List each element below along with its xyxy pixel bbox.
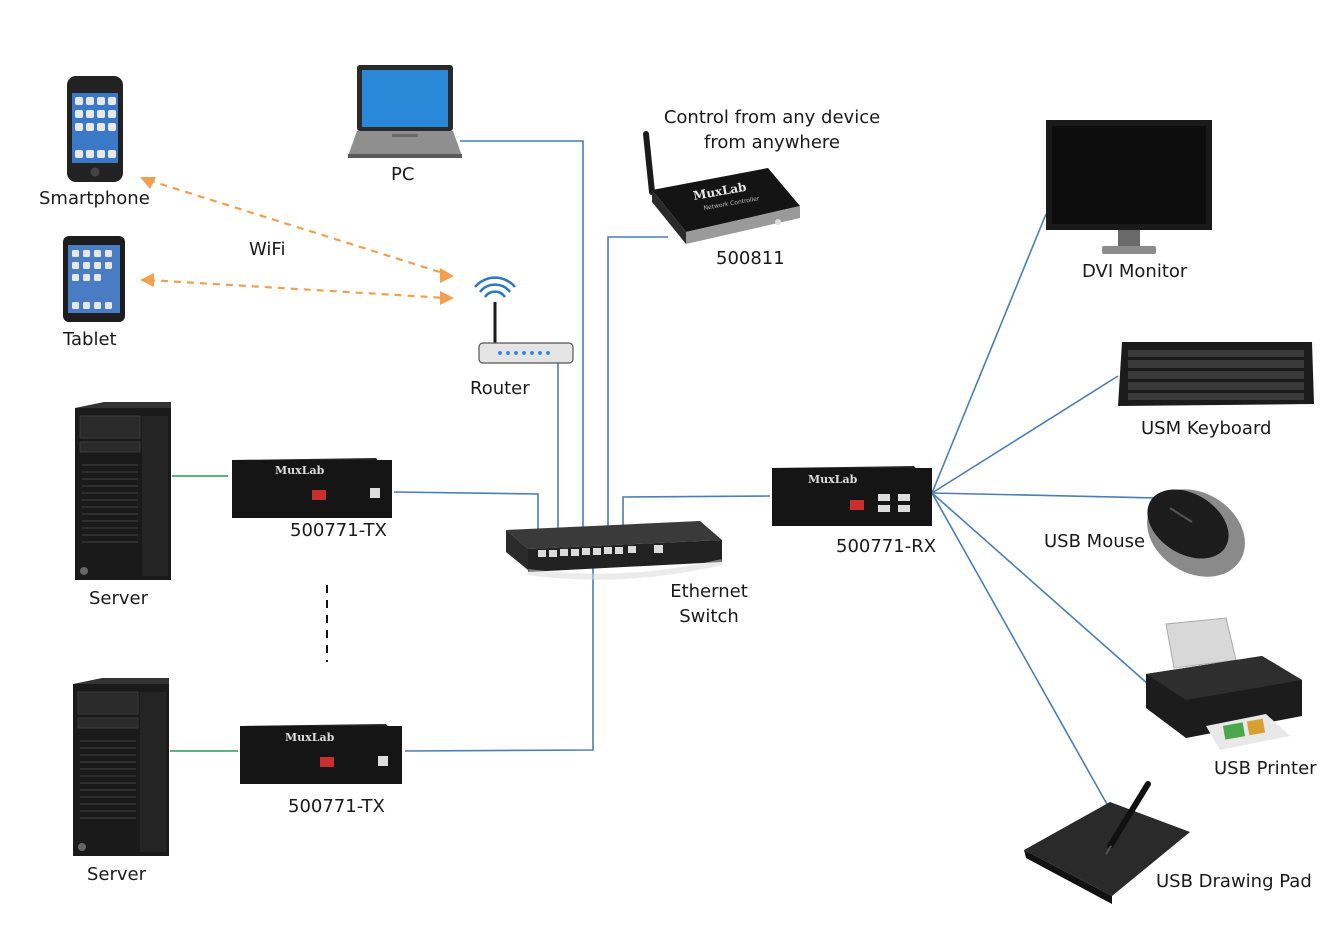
controller-caption-line-1: Control from any device: [663, 107, 881, 128]
arrow-head-icon: [440, 268, 454, 283]
smartphone-device: [67, 76, 123, 182]
tx-top-to-switch-line: [393, 491, 539, 530]
printer-label: USB Printer: [1214, 758, 1317, 779]
server-top-label: Server: [89, 588, 149, 609]
rx-brand-text: MuxLab: [808, 473, 858, 486]
dvi-monitor-device: [1046, 120, 1212, 254]
arrow-head-icon: [440, 291, 454, 305]
rx-to-monitor-line: [931, 213, 1047, 494]
pc-label: PC: [391, 164, 415, 185]
rx-to-switch-line: [622, 495, 771, 530]
tx-bottom-label: 500771-TX: [288, 796, 385, 817]
rx-device: MuxLab: [772, 466, 932, 526]
tx-top-brand-text: MuxLab: [275, 464, 325, 477]
server-bottom-device: [73, 678, 169, 856]
usb-mouse-device: [1147, 489, 1245, 577]
router-label: Router: [470, 378, 530, 399]
usb-drawing-pad-device: [1024, 781, 1190, 904]
tablet-device: [63, 236, 125, 322]
switch-label-line-1: Ethernet: [670, 581, 748, 602]
tx-top-label: 500771-TX: [290, 520, 387, 541]
tx-bottom-to-switch-line: [404, 560, 594, 752]
rx-to-drawing-pad-line: [931, 492, 1109, 807]
rx-label: 500771-RX: [836, 536, 937, 557]
pc-to-switch-line: [460, 140, 584, 530]
controller-to-switch-line: [607, 236, 668, 530]
server-bottom-label: Server: [87, 864, 147, 885]
router-device: [474, 276, 574, 364]
usb-printer-device: [1146, 617, 1302, 750]
controller-model-label: 500811: [716, 248, 785, 269]
arrow-head-icon: [140, 177, 156, 189]
ethernet-switch-device: [506, 521, 723, 580]
rx-to-mouse-line: [931, 492, 1159, 499]
usb-connections: [170, 475, 238, 752]
controller-caption-line-2: from anywhere: [704, 132, 840, 153]
tx-bottom-brand-text: MuxLab: [285, 731, 335, 744]
tx-bottom-device: MuxLab: [240, 724, 402, 784]
wifi-tablet-line: [147, 278, 447, 300]
switch-label-line-2: Switch: [679, 606, 739, 627]
arrow-head-icon: [140, 273, 154, 287]
tablet-label: Tablet: [63, 329, 117, 350]
controller-500811-device: MuxLab Network Controller: [643, 131, 800, 244]
pc-laptop-device: [348, 65, 462, 158]
keyboard-label: USM Keyboard: [1141, 418, 1272, 439]
server-top-device: [75, 402, 171, 580]
wifi-label: WiFi: [249, 239, 286, 260]
wifi-connections: [140, 177, 454, 305]
drawing-pad-label: USB Drawing Pad: [1156, 871, 1312, 892]
usb-keyboard-device: [1118, 342, 1314, 406]
smartphone-label: Smartphone: [39, 188, 150, 209]
ethernet-connections: [393, 140, 1159, 807]
monitor-label: DVI Monitor: [1082, 261, 1188, 282]
wifi-smartphone-line: [147, 178, 447, 276]
tx-top-device: MuxLab: [232, 458, 392, 518]
mouse-label: USB Mouse: [1044, 531, 1146, 552]
rx-to-keyboard-line: [931, 375, 1119, 494]
rx-to-printer-line: [931, 492, 1149, 685]
